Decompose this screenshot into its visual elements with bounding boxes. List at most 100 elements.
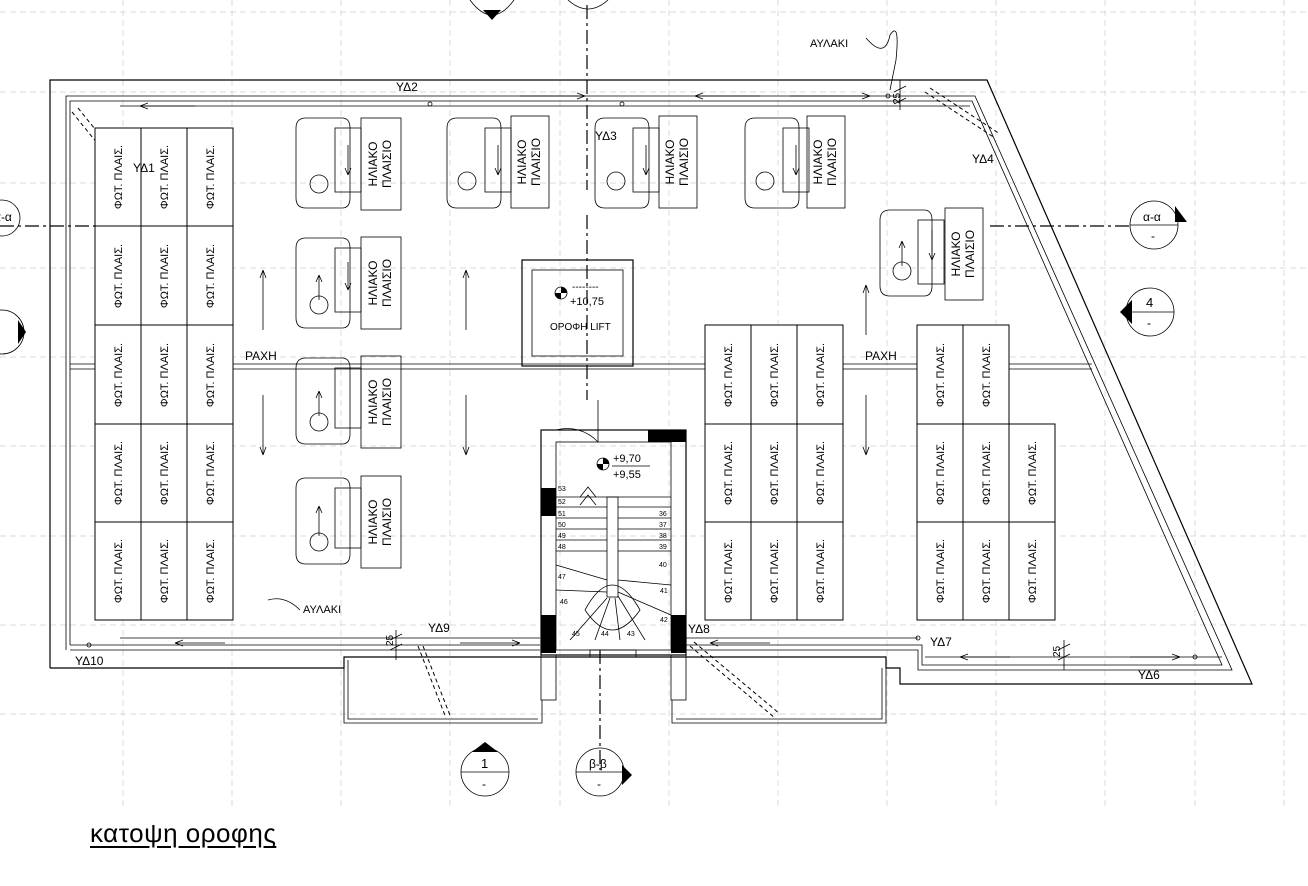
pv-label: ΦΩΤ. ΠΛΑΙΣ.	[935, 539, 947, 603]
pv-panel	[140, 225, 188, 326]
pv-label: ΦΩΤ. ΠΛΑΙΣ.	[769, 441, 781, 505]
pv-panel	[140, 127, 188, 227]
pv-panel	[704, 324, 752, 425]
pv-panel	[140, 423, 188, 523]
pv-label: ΦΩΤ. ΠΛΑΙΣ.	[1027, 539, 1039, 603]
downpipe-label: ΥΔ4	[972, 152, 994, 166]
solar-heater-1: ΗΛΙΑΚΟ ΠΛΑΙΣΙΟ	[295, 117, 402, 211]
downpipe-label: ΥΔ7	[930, 635, 952, 649]
lift-level-placeholder: --------	[572, 282, 599, 293]
section-marker-sub: -	[1151, 229, 1155, 243]
pv-panel	[962, 423, 1010, 523]
solar-label-line1: ΗΛΙΑΚΟ	[366, 261, 380, 306]
solar-label-line1: ΗΛΙΑΚΟ	[515, 140, 529, 185]
pv-label: ΦΩΤ. ΠΛΑΙΣ.	[159, 145, 171, 209]
step-number: 44	[601, 631, 609, 638]
downpipe-label: ΥΔ1	[133, 161, 155, 175]
section-marker-text: 1	[481, 756, 488, 771]
step-number: 38	[659, 533, 667, 540]
step-number: 52	[558, 499, 566, 506]
gutter-flows	[120, 92, 1222, 661]
solar-heater-3: ΗΛΙΑΚΟ ΠΛΑΙΣΙΟ	[295, 355, 402, 449]
pv-panel	[796, 521, 844, 621]
step-number: 48	[558, 544, 566, 551]
section-marker-alpha-right: α-α -	[1129, 200, 1187, 250]
step-number: 37	[659, 522, 667, 529]
downpipe-label: ΥΔ3	[595, 129, 617, 143]
pv-label: ΦΩΤ. ΠΛΑΙΣ.	[113, 145, 125, 209]
pv-label: ΦΩΤ. ΠΛΑΙΣ.	[981, 441, 993, 505]
solar-label-line1: ΗΛΙΑΚΟ	[366, 500, 380, 545]
ridge-label-left: ΡΑΧΗ	[245, 349, 277, 363]
stair-level-top: +9,70	[613, 453, 641, 465]
stair-step-numbers: 53 52 51 50 49 48 47 46 45 36 37 38 39 4…	[558, 486, 668, 638]
section-marker-sub: -	[1147, 316, 1151, 330]
solar-heater-5: ΗΛΙΑΚΟ ΠΛΑΙΣΙΟ	[446, 115, 550, 209]
section-marker-four: 4 -	[1120, 287, 1175, 337]
section-marker-alpha-left: α-α	[0, 199, 21, 237]
section-marker-text: α-α	[0, 210, 12, 224]
solar-heater-8: ΗΛΙΑΚΟ ΠΛΑΙΣΙΟ	[879, 207, 984, 301]
pv-panel	[962, 521, 1010, 621]
pv-label: ΦΩΤ. ΠΛΑΙΣ.	[205, 539, 217, 603]
step-number: 50	[558, 522, 566, 529]
section-marker-beta: β-β -	[575, 747, 632, 797]
solar-label-line1: ΗΛΙΑΚΟ	[663, 140, 677, 185]
lift-level: +10,75	[570, 296, 604, 308]
pv-label: ΦΩΤ. ΠΛΑΙΣ.	[769, 343, 781, 407]
pv-panel	[1008, 521, 1056, 621]
step-number: 46	[560, 599, 568, 606]
pv-label: ΦΩΤ. ΠΛΑΙΣ.	[205, 244, 217, 308]
balconies	[343, 657, 887, 724]
pv-label: ΦΩΤ. ΠΛΑΙΣ.	[159, 244, 171, 308]
solar-label-line2: ΠΛΑΙΣΙΟ	[677, 138, 691, 186]
gutter-label-bottom: ΑΥΛΑΚΙ	[303, 604, 341, 616]
pv-label: ΦΩΤ. ΠΛΑΙΣ.	[723, 343, 735, 407]
downpipe-label: ΥΔ6	[1138, 668, 1160, 682]
solar-heater-2: ΗΛΙΑΚΟ ΠΛΑΙΣΙΟ	[295, 236, 402, 330]
step-number: 41	[660, 588, 668, 595]
gutter-leader-bottom	[267, 598, 301, 611]
pv-panel	[140, 521, 188, 621]
lift-roof-label: ΟΡΟΦΗ LIFT	[550, 322, 611, 333]
pv-panel	[186, 324, 234, 425]
pv-panels-right	[916, 324, 1056, 621]
pv-label: ΦΩΤ. ΠΛΑΙΣ.	[815, 539, 827, 603]
pv-panels-middle	[704, 324, 844, 621]
pv-panel	[94, 127, 142, 227]
solar-label-line2: ΠΛΑΙΣΙΟ	[380, 498, 394, 546]
solar-label-line1: ΗΛΙΑΚΟ	[811, 140, 825, 185]
section-marker-sub: -	[482, 777, 486, 791]
pv-panel	[704, 521, 752, 621]
section-marker-one: 1 -	[460, 742, 510, 797]
pv-panel	[186, 127, 234, 227]
pv-panel	[94, 324, 142, 425]
pv-panel	[916, 423, 964, 523]
solar-label-line2: ΠΛΑΙΣΙΟ	[380, 140, 394, 188]
pv-label: ΦΩΤ. ΠΛΑΙΣ.	[815, 441, 827, 505]
solar-label-line2: ΠΛΑΙΣΙΟ	[380, 259, 394, 307]
pv-label: ΦΩΤ. ΠΛΑΙΣ.	[723, 539, 735, 603]
gap-dimension: 25	[1052, 645, 1063, 657]
pv-label: ΦΩΤ. ΠΛΑΙΣ.	[113, 343, 125, 407]
downpipe-labels: ΥΔ1 ΥΔ2 ΥΔ3 ΥΔ4 ΥΔ6 ΥΔ7 ΥΔ8 ΥΔ9 ΥΔ10	[75, 80, 1160, 682]
pv-panel	[94, 521, 142, 621]
solar-label-line1: ΗΛΙΑΚΟ	[949, 232, 963, 277]
downpipe-label: ΥΔ10	[75, 654, 104, 668]
solar-heater-7: ΗΛΙΑΚΟ ΠΛΑΙΣΙΟ	[744, 115, 846, 209]
section-marker-sub: -	[597, 777, 601, 791]
solar-label-line2: ΠΛΑΙΣΙΟ	[380, 378, 394, 426]
pv-label: ΦΩΤ. ΠΛΑΙΣ.	[935, 441, 947, 505]
pv-label: ΦΩΤ. ΠΛΑΙΣ.	[815, 343, 827, 407]
ridge-label-right: ΡΑΧΗ	[865, 349, 897, 363]
downpipe-label: ΥΔ9	[428, 621, 450, 635]
pv-panel	[186, 521, 234, 621]
solar-heater-4: ΗΛΙΑΚΟ ΠΛΑΙΣΙΟ	[295, 475, 402, 569]
section-marker-text: 4	[1146, 295, 1153, 310]
lift-roof: -------- +10,75 ΟΡΟΦΗ LIFT	[521, 259, 634, 367]
pv-panel	[916, 521, 964, 621]
section-markers-top	[469, 0, 609, 20]
downpipe-label: ΥΔ2	[396, 80, 418, 94]
step-number: 53	[558, 486, 566, 493]
step-number: 45	[572, 631, 580, 638]
